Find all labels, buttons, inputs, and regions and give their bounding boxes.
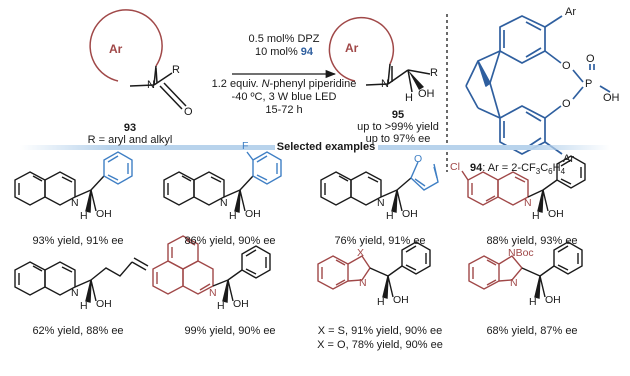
- condition-photocatalyst: 0.5 mol% DPZ: [248, 33, 320, 45]
- example-3-furyl: [410, 161, 439, 191]
- catalyst-caption: 94: Ar = 2-CF3C6H4: [470, 162, 566, 177]
- example-1-structure: [14, 171, 105, 213]
- example-1-h-atom: H: [80, 210, 88, 222]
- product-structure: [328, 16, 431, 93]
- example-1-n-atom: N: [71, 197, 79, 209]
- example-7-n-atom: N: [359, 277, 367, 289]
- example-4-structure: [527, 155, 586, 213]
- example-3-structure: [320, 171, 412, 213]
- catalyst-ar-top: Ar: [565, 6, 576, 18]
- banner-bar-left: [20, 145, 275, 150]
- example-8-oh-group: OH: [545, 294, 561, 306]
- example-5-oh-group: OH: [96, 298, 112, 310]
- catalyst-ar-bottom: Ar: [563, 153, 574, 165]
- product-n-atom: N: [381, 78, 389, 90]
- product-r-group: R: [430, 67, 438, 79]
- example-7-ring: [317, 255, 371, 290]
- example-8-n-atom: N: [510, 277, 518, 289]
- example-5-result: 62% yield, 88% ee: [32, 325, 124, 337]
- example-8-h-atom: H: [529, 296, 537, 308]
- example-2-fluorophenyl: [246, 151, 282, 185]
- example-8-nboc-group: NBoc: [508, 247, 534, 259]
- product-oh-group: OH: [418, 88, 435, 100]
- example-2-n-atom: N: [220, 197, 228, 209]
- catalyst-oxygen-1: O: [562, 60, 571, 72]
- example-2-oh-group: OH: [245, 208, 261, 220]
- product-yield: up to >99% yield: [357, 121, 439, 133]
- condition-reductant: 1.2 equiv. N-phenyl piperidine: [211, 78, 357, 90]
- example-4-chlorine: Cl: [450, 161, 460, 173]
- example-5-structure: [14, 257, 149, 303]
- example-3-result: 76% yield, 91% ee: [334, 235, 426, 247]
- product-h-atom: H: [405, 92, 413, 104]
- example-7-result: X = S, 91% yield, 90% ee: [317, 325, 443, 337]
- example-6-result: 99% yield, 90% ee: [184, 325, 276, 337]
- catalyst-phosphorus: P: [585, 78, 593, 90]
- example-7-oh-group: OH: [393, 294, 409, 306]
- substrate-note: R = aryl and alkyl: [87, 134, 173, 146]
- catalyst-oh: OH: [603, 92, 620, 104]
- example-3-h-atom: H: [386, 210, 394, 222]
- example-1-result: 93% yield, 91% ee: [32, 235, 124, 247]
- substrate-ring-label: Ar: [109, 42, 123, 56]
- catalyst-oxygen-2: O: [562, 98, 571, 110]
- example-5-n-atom: N: [71, 287, 79, 299]
- substrate-n-atom: N: [147, 79, 155, 91]
- catalyst-structure: [465, 15, 611, 155]
- example-7-result-alt: X = O, 78% yield, 90% ee: [317, 339, 443, 351]
- section-title: Selected examples: [276, 141, 376, 153]
- substrate-r-group: R: [172, 64, 180, 76]
- example-6-ring: [152, 235, 214, 295]
- banner-bar-right: [378, 145, 610, 150]
- product-ee: up to 97% ee: [365, 133, 431, 145]
- example-8-result: 68% yield, 87% ee: [486, 325, 578, 337]
- example-2-result: 86% yield, 90% ee: [184, 235, 276, 247]
- example-4-n-atom: N: [524, 197, 532, 209]
- substrate-o-atom: O: [184, 106, 193, 118]
- example-2-fluorine: F: [242, 140, 249, 152]
- substrate-compound-number: 93: [123, 122, 137, 134]
- example-4-result: 88% yield, 93% ee: [486, 235, 578, 247]
- example-7-x-atom: X: [357, 247, 365, 259]
- example-3-n-atom: N: [377, 197, 385, 209]
- product-ring-label: Ar: [345, 41, 359, 55]
- example-6-structure: [212, 245, 271, 303]
- example-1-phenyl: [103, 151, 133, 185]
- condition-chiral-catalyst: 10 mol% 94: [254, 46, 314, 58]
- example-2-structure: [163, 171, 254, 213]
- example-3-furan-oxygen: O: [414, 153, 423, 165]
- catalyst-oxygen-3: O: [586, 53, 595, 65]
- example-2-h-atom: H: [229, 210, 237, 222]
- example-4-h-atom: H: [532, 210, 540, 222]
- condition-time: 15-72 h: [265, 104, 303, 116]
- example-6-oh-group: OH: [233, 298, 249, 310]
- example-6-n-atom: N: [209, 287, 217, 299]
- example-4-oh-group: OH: [548, 208, 564, 220]
- example-3-oh-group: OH: [402, 208, 418, 220]
- example-1-oh-group: OH: [96, 208, 112, 220]
- substrate-structure: [89, 9, 187, 110]
- condition-temperature-light: -40 ºC, 3 W blue LED: [231, 91, 337, 103]
- example-7-h-atom: H: [377, 296, 385, 308]
- example-8-structure: [521, 241, 583, 299]
- example-6-h-atom: H: [217, 300, 225, 312]
- product-compound-number: 95: [391, 109, 405, 121]
- example-5-h-atom: H: [80, 300, 88, 312]
- example-7-structure: [369, 241, 431, 299]
